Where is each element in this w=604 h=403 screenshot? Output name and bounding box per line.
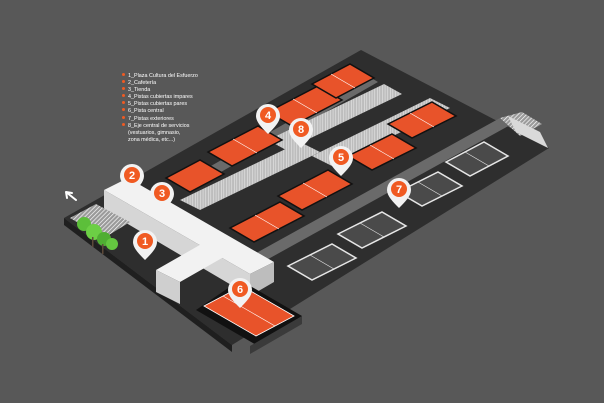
- legend-bullet-icon: [122, 115, 125, 119]
- legend-bullet-icon: [122, 80, 125, 84]
- legend-item-4: 4_Pistas cubiertas impares: [122, 94, 198, 101]
- marker-8[interactable]: 8: [289, 118, 313, 148]
- central-building-front: [104, 190, 250, 296]
- marker-2-label: 2: [129, 170, 135, 182]
- walkway-middle: [240, 118, 512, 268]
- legend-bullet-icon: [122, 101, 125, 105]
- court-7c: [396, 171, 464, 207]
- legend-item-8: 8_Eje central de servicios: [122, 122, 198, 130]
- stand-grating-2: [180, 142, 320, 210]
- marker-5-label: 5: [338, 152, 344, 164]
- marker-4-label: 4: [265, 110, 272, 122]
- court-4b: [266, 85, 344, 127]
- court-4c: [310, 63, 376, 99]
- central-building-east: [250, 262, 274, 296]
- marker-2[interactable]: 2: [120, 164, 144, 194]
- marker-7[interactable]: 7: [387, 178, 411, 208]
- court-5a: [228, 201, 306, 243]
- marker-8-label: 8: [298, 124, 304, 136]
- marker-7-label: 7: [396, 184, 402, 196]
- legend-item-5: 5_Pistas cubiertas pares: [122, 101, 198, 108]
- legend-bullet-icon: [122, 108, 125, 112]
- court-5d: [386, 101, 458, 139]
- legend-bullet-icon: [122, 73, 125, 76]
- court-5b: [276, 169, 354, 211]
- building-wing-top: [156, 238, 236, 282]
- legend-item-2: 2_Cafetería: [122, 80, 198, 87]
- marker-5[interactable]: 5: [329, 146, 353, 176]
- court-7b: [336, 211, 408, 249]
- court-5c: [346, 133, 418, 171]
- legend-item-8-detail-1: (vestuarios, gimnasio,: [128, 129, 181, 136]
- marker-3[interactable]: 3: [150, 182, 174, 212]
- marker-1-label: 1: [142, 236, 148, 248]
- court-6: [196, 280, 302, 354]
- legend-bullet-icon: [122, 122, 125, 126]
- stands-right: [508, 116, 548, 148]
- legend-item-1: 1_Plaza Cultura del Esfuerzo: [122, 73, 198, 80]
- marker-3-label: 3: [159, 188, 165, 200]
- legend-item-6: 6_Pista central: [122, 108, 198, 115]
- court-4a: [206, 125, 284, 167]
- legend-bullet-icon: [122, 94, 125, 98]
- ground-slab-side: [64, 218, 232, 352]
- court-2: [164, 159, 226, 193]
- building-wing-front: [156, 270, 180, 304]
- legend-item-8-detail-2: zona médica, etc...): [128, 136, 176, 143]
- court-7d: [444, 141, 510, 177]
- trees: [77, 217, 118, 254]
- marker-6[interactable]: 6: [228, 278, 252, 308]
- marker-1[interactable]: 1: [133, 230, 157, 260]
- plaza: [70, 204, 130, 238]
- legend-item-7: 7_Pistas exteriores: [122, 115, 198, 123]
- court-7a: [286, 243, 358, 281]
- marker-4[interactable]: 4: [256, 104, 280, 134]
- legend-item-3: 3_Tienda: [122, 87, 198, 94]
- map-legend: 1_Plaza Cultura del Esfuerzo 2_Cafetería…: [122, 73, 198, 144]
- entrance-arrow-icon: [65, 191, 77, 201]
- legend-bullet-icon: [122, 87, 125, 91]
- marker-6-label: 6: [237, 284, 243, 296]
